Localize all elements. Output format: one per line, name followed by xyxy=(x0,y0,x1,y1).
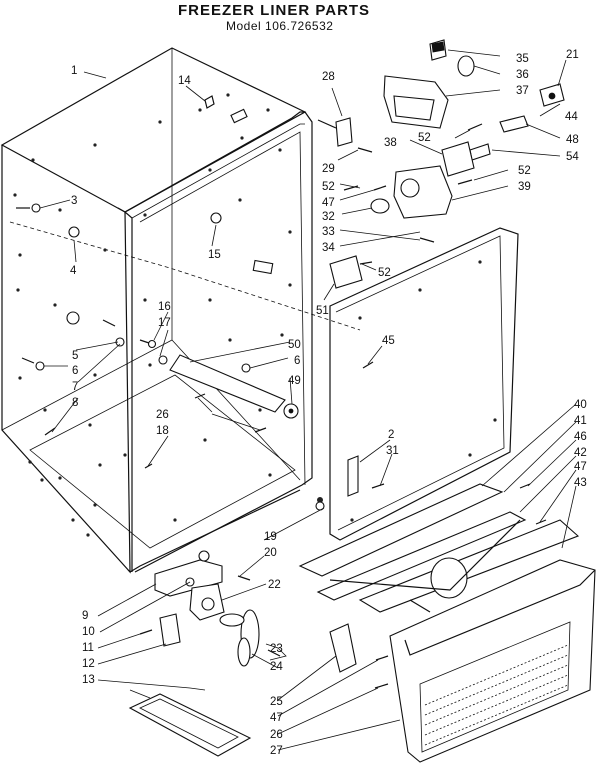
callout-1: 1 xyxy=(71,65,77,77)
callout-16: 16 xyxy=(158,301,171,313)
callout-47: 47 xyxy=(574,461,587,473)
callout-19: 19 xyxy=(264,531,277,543)
callout-7: 7 xyxy=(72,381,78,393)
callout-32: 32 xyxy=(322,211,335,223)
callout-52: 52 xyxy=(378,267,391,279)
liner-mounting-holes xyxy=(13,93,292,537)
callout-3: 3 xyxy=(71,195,77,207)
callout-43: 43 xyxy=(574,477,587,489)
leader-lines xyxy=(39,49,577,751)
callout-50: 50 xyxy=(288,339,301,351)
back-panel xyxy=(317,227,519,541)
callout-52: 52 xyxy=(322,181,335,193)
callout-2: 2 xyxy=(388,429,394,441)
callout-5: 5 xyxy=(72,350,78,362)
callout-18: 18 xyxy=(156,425,169,437)
callout-48: 48 xyxy=(566,134,579,146)
callout-6: 6 xyxy=(72,365,78,377)
control-parts xyxy=(317,39,565,289)
callout-21: 21 xyxy=(566,49,579,61)
callout-31: 31 xyxy=(386,445,399,457)
diagram-title: FREEZER LINER PARTS xyxy=(178,2,371,19)
callout-28: 28 xyxy=(322,71,335,83)
callout-39: 39 xyxy=(518,181,531,193)
callout-34: 34 xyxy=(322,242,335,254)
callout-13: 13 xyxy=(82,674,95,686)
callout-24: 24 xyxy=(270,661,283,673)
crisper-rails xyxy=(298,483,580,613)
callout-4: 4 xyxy=(70,265,77,277)
callout-47: 47 xyxy=(322,197,335,209)
callout-10: 10 xyxy=(82,626,95,638)
callout-15: 15 xyxy=(208,249,221,261)
callout-25: 25 xyxy=(270,696,283,708)
callout-49: 49 xyxy=(288,375,301,387)
callout-9: 9 xyxy=(82,610,88,622)
callout-42: 42 xyxy=(574,447,587,459)
callout-11: 11 xyxy=(82,642,94,654)
callout-33: 33 xyxy=(322,226,335,238)
callout-27: 27 xyxy=(270,745,283,757)
callout-44: 44 xyxy=(565,111,578,123)
callout-51: 51 xyxy=(316,305,329,317)
callout-54: 54 xyxy=(566,151,579,163)
freezer-liner xyxy=(0,47,361,574)
callout-47: 47 xyxy=(270,712,283,724)
callout-14: 14 xyxy=(178,75,191,87)
callout-45: 45 xyxy=(382,335,395,347)
callout-26: 26 xyxy=(270,729,283,741)
callout-8: 8 xyxy=(72,397,78,409)
callout-22: 22 xyxy=(268,579,281,591)
front-grille xyxy=(389,483,596,763)
callout-52: 52 xyxy=(418,132,431,144)
callout-37: 37 xyxy=(516,85,529,97)
interior-fasteners xyxy=(16,95,374,469)
callout-38: 38 xyxy=(384,137,397,149)
callout-29: 29 xyxy=(322,163,335,175)
model-number: Model 106.726532 xyxy=(226,19,334,33)
lower-left-parts xyxy=(128,501,389,757)
callout-35: 35 xyxy=(516,53,529,65)
callout-6: 6 xyxy=(294,355,300,367)
callout-26: 26 xyxy=(156,409,169,421)
callout-labels: 1 14 28 35 36 37 21 44 48 54 52 38 52 39… xyxy=(70,49,587,757)
callout-40: 40 xyxy=(574,399,587,411)
callout-12: 12 xyxy=(82,658,95,670)
callout-36: 36 xyxy=(516,69,529,81)
callout-20: 20 xyxy=(264,547,277,559)
callout-41: 41 xyxy=(574,415,587,427)
callout-46: 46 xyxy=(574,431,587,443)
callout-17: 17 xyxy=(158,317,171,329)
callout-52: 52 xyxy=(518,165,531,177)
callout-23: 23 xyxy=(270,643,283,655)
